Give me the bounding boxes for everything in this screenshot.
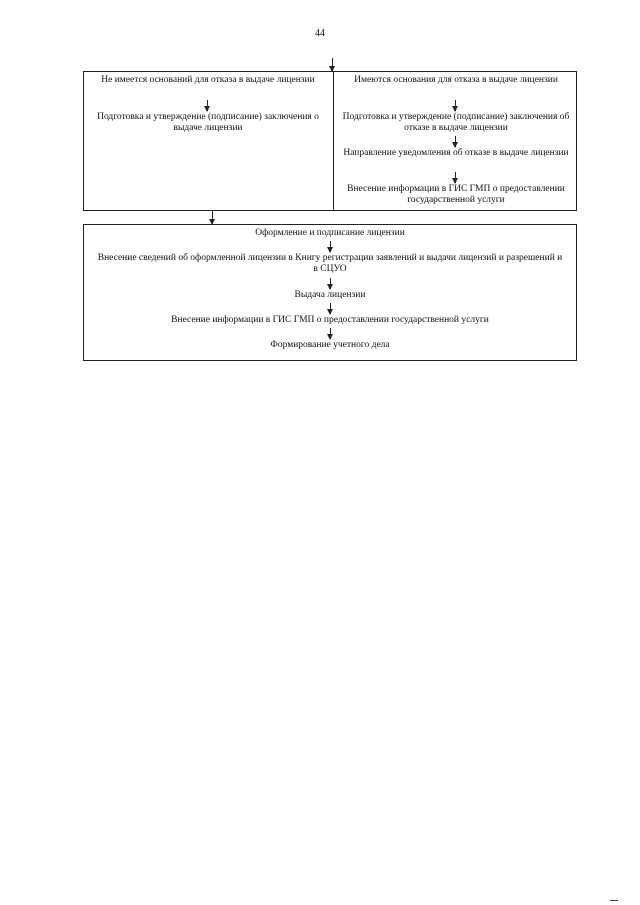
right-arrow-3	[452, 172, 458, 184]
grounds-heading: Имеются основания для отказа в выдаче ли…	[354, 75, 558, 85]
register-entry-step: Внесение сведений об оформленной лицензи…	[97, 253, 563, 274]
scan-mark	[610, 900, 618, 901]
page-number: 44	[315, 28, 325, 39]
right-arrow-2	[452, 136, 458, 148]
gis-gmp-refusal-step: Внесение информации в ГИС ГМП о предоста…	[347, 184, 565, 205]
right-step-2-wrap: Направление уведомления об отказе в выда…	[342, 148, 570, 159]
no-grounds-column: Не имеется оснований для отказа в выдаче…	[96, 75, 320, 86]
refusal-conclusion-step: Подготовка и утверждение (подписание) за…	[342, 112, 570, 133]
issuance-step-5: Формирование учетного дела	[270, 340, 390, 350]
right-arrow-1	[452, 100, 458, 112]
right-step-3-wrap: Внесение информации в ГИС ГМП о предоста…	[342, 184, 570, 206]
left-step-1-wrap: Подготовка и утверждение (подписание) за…	[96, 112, 320, 134]
column-divider	[333, 72, 334, 210]
bottom-arrow-1	[327, 241, 333, 253]
issuance-step-4: Внесение информации в ГИС ГМП о предоста…	[171, 315, 489, 325]
no-grounds-heading: Не имеется оснований для отказа в выдаче…	[101, 75, 315, 85]
entry-arrow	[329, 58, 335, 72]
bottom-arrow-2	[327, 278, 333, 290]
issuance-step-1: Оформление и подписание лицензии	[255, 228, 405, 238]
issuance-box: Оформление и подписание лицензии Внесени…	[83, 224, 577, 361]
left-arrow-1	[204, 100, 210, 112]
issuance-step-2: Внесение сведений об оформленной лицензи…	[84, 253, 576, 275]
bottom-arrow-4	[327, 328, 333, 340]
refusal-notice-step: Направление уведомления об отказе в выда…	[343, 148, 569, 158]
approval-of-license-step: Подготовка и утверждение (подписание) за…	[97, 112, 319, 133]
decision-box: Не имеется оснований для отказа в выдаче…	[83, 71, 577, 211]
bottom-arrow-3	[327, 303, 333, 315]
issuance-step-3: Выдача лицензии	[294, 290, 366, 300]
right-step-1-wrap: Подготовка и утверждение (подписание) за…	[342, 112, 570, 134]
connector-arrow	[209, 211, 215, 225]
grounds-column: Имеются основания для отказа в выдаче ли…	[342, 75, 570, 86]
